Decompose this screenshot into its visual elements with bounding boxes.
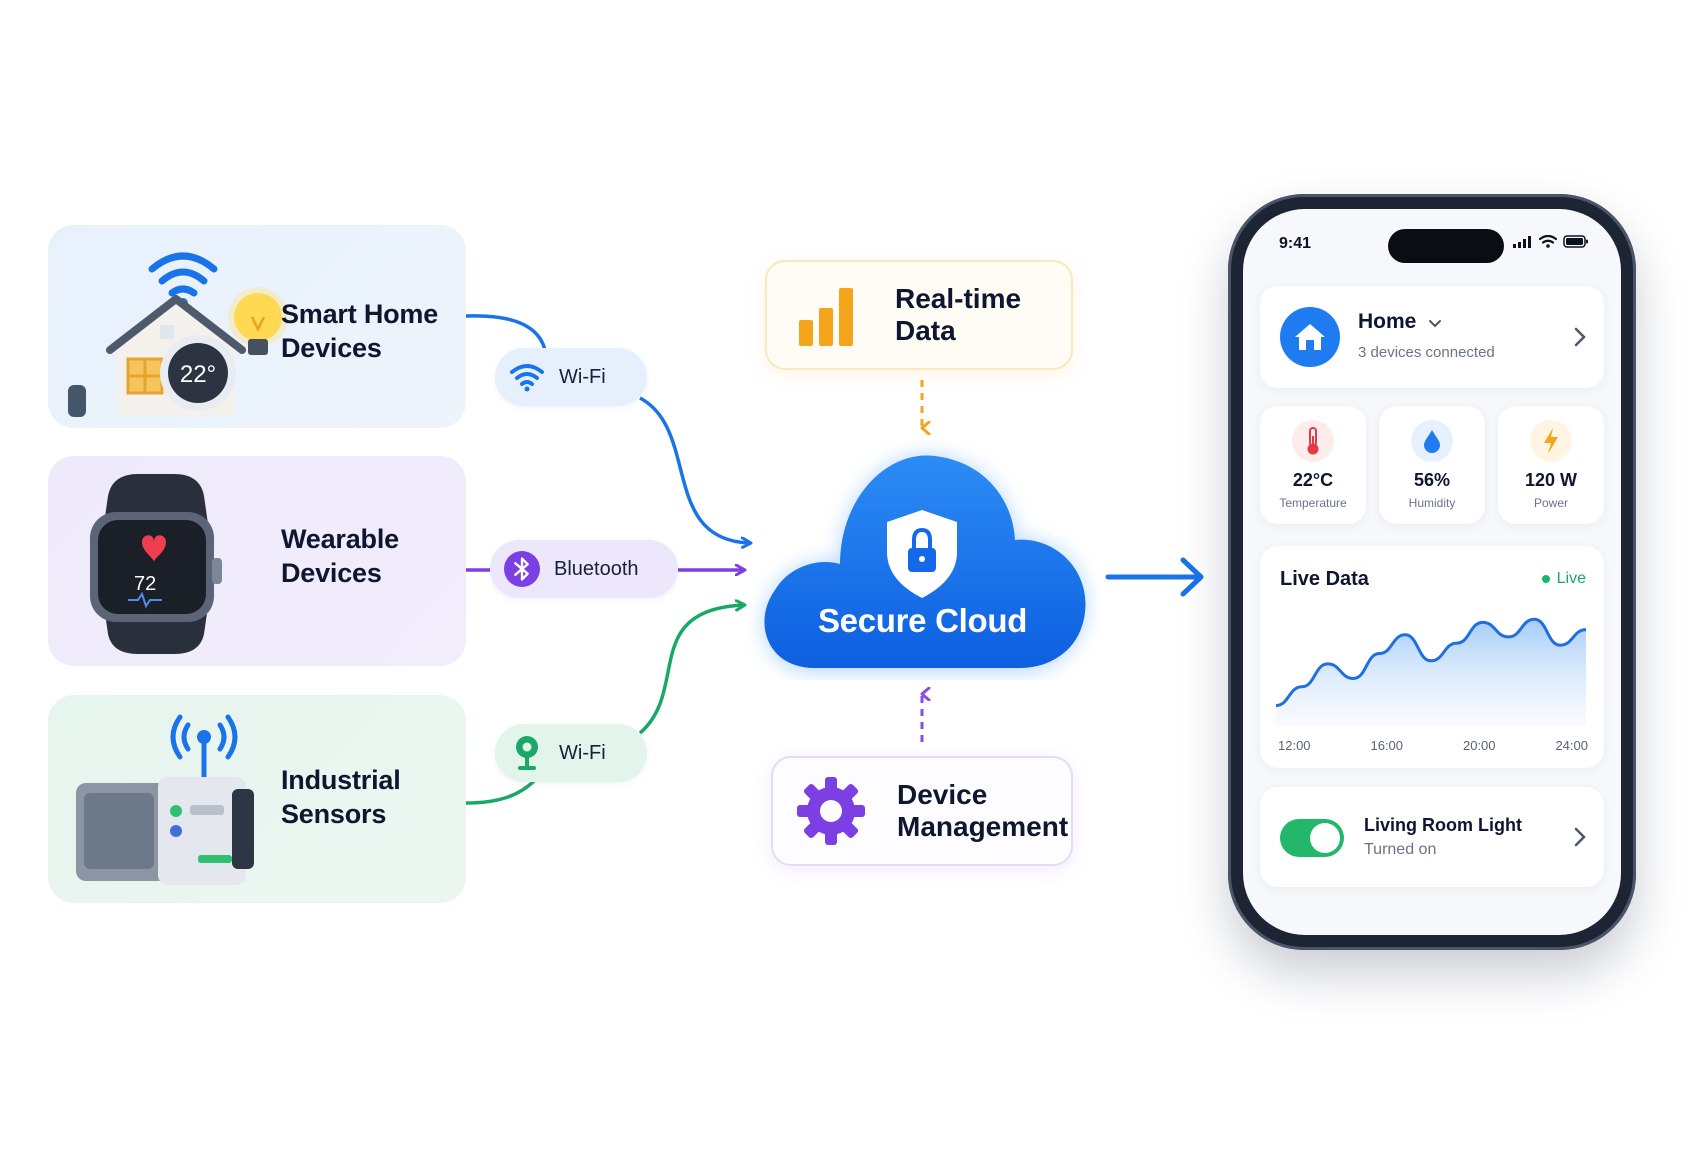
stat-humidity-value: 56% [1413,470,1451,490]
bluetooth-pill-label: Bluetooth [554,557,639,580]
smartphone: 9:41 Home 3 devices connected [1228,194,1636,950]
realtime-data-title: Real-time Data [895,283,1022,346]
wearable-title: Wearable Devices [281,524,399,588]
live-data-x-ticks: 12:00 16:00 20:00 24:00 [1278,738,1588,753]
link-smart-home-to-cloud [465,314,547,351]
wearable-illustration: 72 [90,474,222,654]
chevron-right-icon [1574,827,1586,847]
home-name: Home [1358,310,1417,333]
signal-pin-icon [509,735,545,771]
stat-temperature-label: Temperature [1279,496,1347,510]
smartwatch-icon: 72 [90,474,222,654]
smart-home-card: 22° Smart Home Devices [48,225,466,428]
toggle-knob [1310,823,1340,853]
smart-home-illustration: 22° [68,252,288,417]
home-icon [1280,307,1340,367]
phone-screen: 9:41 Home 3 devices connected [1243,209,1621,935]
wifi-pill-label: Wi-Fi [559,365,606,388]
stat-power[interactable]: 120 W Power [1498,406,1604,524]
industrial-card: Industrial Sensors [48,695,466,903]
lightbulb-icon [228,287,288,355]
bluetooth-pill: Bluetooth [490,540,678,598]
wifi-status-icon [1539,235,1557,248]
link-wifi-to-cloud [639,396,750,543]
wearable-card: 72 Wearable Devices [48,456,466,666]
realtime-data-box: Real-time Data [765,260,1073,370]
droplet-icon [1411,420,1453,462]
light-toggle[interactable] [1280,819,1344,857]
live-data-chart [1276,617,1586,726]
x-tick-label: 20:00 [1462,738,1496,753]
stat-humidity[interactable]: 56% Humidity [1379,406,1485,524]
cloud-label: Secure Cloud [817,602,1028,639]
stat-temperature-value: 22°C [1292,470,1334,490]
home-subtitle: 3 devices connected [1358,344,1495,361]
home-selector[interactable]: Home 3 devices connected [1260,286,1604,388]
chevron-right-icon [1574,327,1586,347]
stat-power-label: Power [1533,496,1568,510]
light-name: Living Room Light [1364,815,1522,835]
cellular-signal-icon [1513,235,1531,248]
link-wifi2-to-cloud [638,605,744,735]
shield-lock-icon [887,510,957,598]
lightning-icon [1530,420,1572,462]
chevron-down-icon [1429,320,1441,328]
gear-icon [797,777,865,845]
dynamic-island [1388,229,1504,263]
wifi-pill-bottom-label: Wi-Fi [559,741,606,764]
thermometer-icon [1292,420,1334,462]
svg-text:72: 72 [134,573,156,595]
stat-temperature[interactable]: 22°C Temperature [1260,406,1366,524]
thermostat-icon: 22° [160,335,236,411]
sensor-device-icon [76,777,254,885]
living-room-light-card[interactable]: Living Room Light Turned on [1260,787,1604,887]
secure-cloud: Secure Cloud [745,440,1100,680]
x-tick-label: 16:00 [1370,738,1404,753]
live-data-line [1276,617,1586,708]
industrial-illustration [76,714,254,885]
x-tick-label: 24:00 [1555,738,1588,753]
live-data-title: Live Data [1280,568,1369,590]
svg-text:22°: 22° [180,361,216,388]
status-time: 9:41 [1279,235,1312,252]
live-data-area [1276,619,1586,726]
antenna-icon [170,714,238,760]
live-badge: Live [1541,570,1586,588]
stat-humidity-label: Humidity [1408,496,1456,510]
battery-icon [1563,235,1588,248]
wifi-icon [148,252,218,297]
smart-home-title: Smart Home Devices [281,299,439,363]
link-industrial-to-cloud [465,778,537,805]
live-dot-icon [1541,575,1550,583]
live-badge-label: Live [1556,570,1586,587]
stat-power-value: 120 W [1524,470,1578,490]
cloud-shape [764,455,1086,672]
device-management-title: Device Management [897,779,1069,842]
wifi-pill-top: Wi-Fi [495,348,647,406]
device-management-box: Device Management [771,756,1073,866]
light-status: Turned on [1364,841,1437,858]
wifi-pill-bottom: Wi-Fi [495,724,647,782]
live-data-card: Live Data Live 12:00 16:00 20:00 [1260,546,1604,768]
bar-chart-icon [799,288,853,346]
x-tick-label: 12:00 [1278,738,1311,753]
industrial-title: Industrial Sensors [281,765,401,829]
status-icons [1513,235,1589,248]
bluetooth-icon [504,551,540,587]
wifi-icon [509,359,545,395]
